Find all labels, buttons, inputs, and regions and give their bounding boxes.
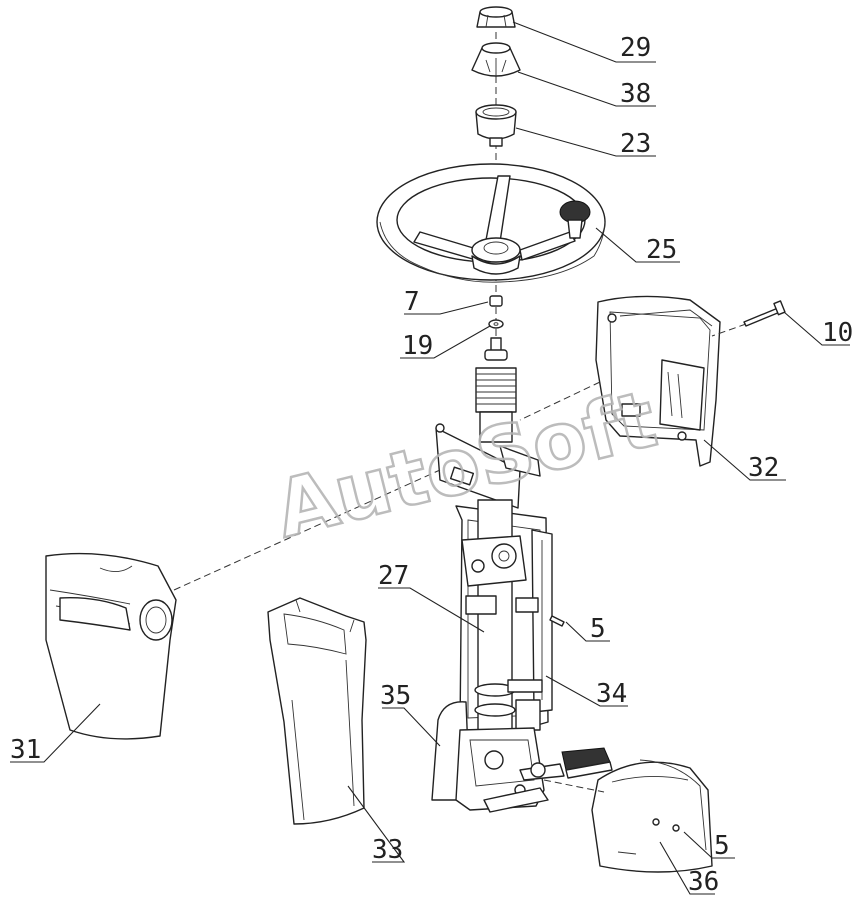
part-35-base-housing	[431, 701, 549, 813]
part-36-right-lower-shroud	[591, 759, 713, 873]
part-38-cap	[471, 42, 521, 77]
leader-lines	[10, 21, 850, 895]
callout-27: 27	[378, 561, 409, 591]
callout-31: 31	[10, 735, 41, 765]
callout-32: 32	[748, 453, 779, 483]
part-33-front-shroud	[267, 597, 367, 825]
part-19-washer	[488, 319, 504, 329]
assembly-line-36	[543, 779, 605, 793]
callout-19: 19	[402, 331, 433, 361]
callout-34: 34	[596, 679, 627, 709]
part-23-hub	[475, 104, 517, 147]
assembly-line-10	[711, 323, 747, 337]
assembly-line-31	[173, 469, 441, 591]
column-upper-shaft	[475, 337, 517, 443]
part-27-column-bracket	[435, 423, 553, 741]
part-31-left-shroud	[45, 552, 177, 740]
part-5-screw-upper	[549, 615, 565, 627]
part-25-steering-wheel	[376, 163, 606, 283]
assembly-line-32	[519, 381, 601, 421]
callout-23: 23	[620, 129, 651, 159]
part-7-nut	[489, 295, 503, 307]
part-10-bolt	[743, 300, 786, 327]
callout-7: 7	[404, 287, 420, 317]
part-32-upper-shroud	[595, 295, 721, 467]
callout-5-upper: 5	[590, 614, 606, 644]
callout-10: 10	[822, 318, 853, 348]
callout-5-lower: 5	[714, 831, 730, 861]
part-29-nut	[476, 6, 516, 28]
pedal-assembly	[519, 747, 613, 781]
callout-25: 25	[646, 235, 677, 265]
callout-38: 38	[620, 79, 651, 109]
callout-36: 36	[688, 867, 719, 897]
callout-29: 29	[620, 33, 651, 63]
callout-33: 33	[372, 835, 403, 865]
callout-35: 35	[380, 681, 411, 711]
